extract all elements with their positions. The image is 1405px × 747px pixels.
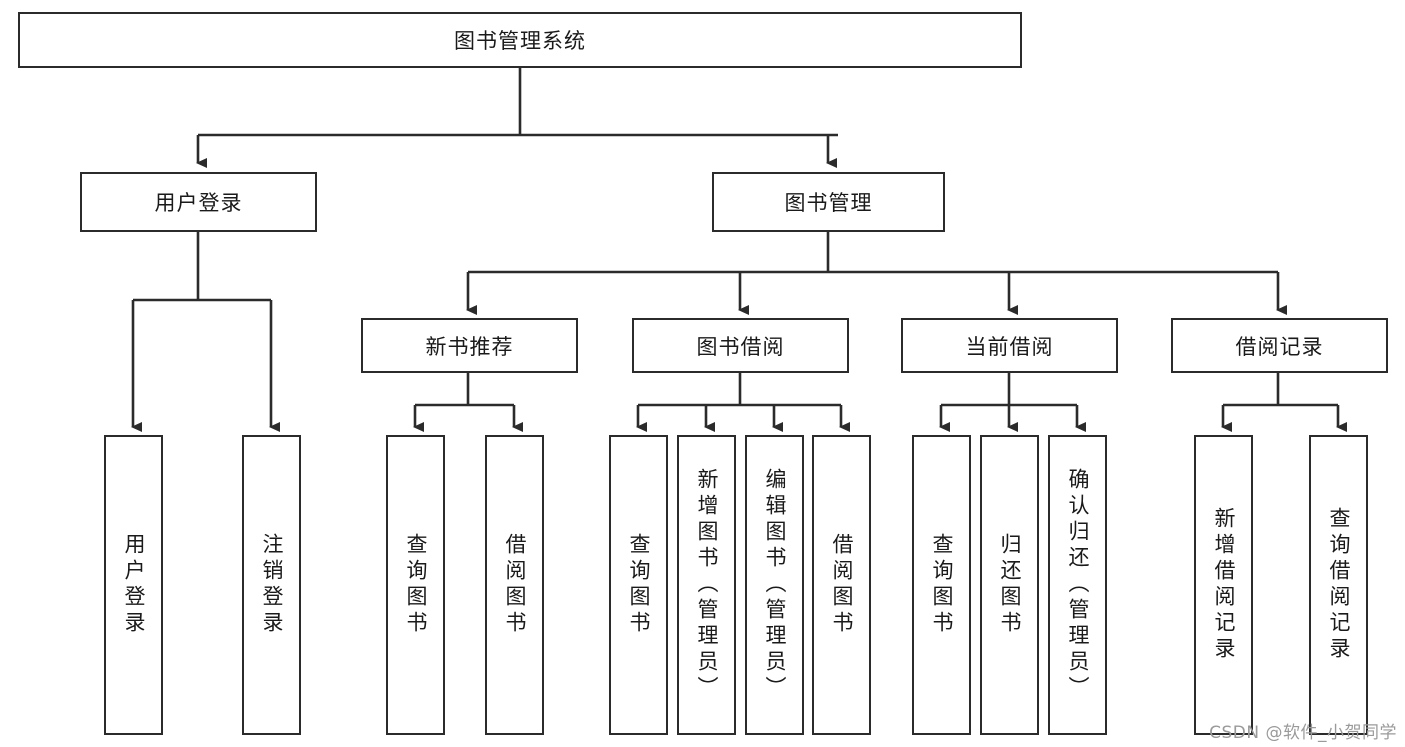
node-label: 查询图书 xyxy=(627,533,651,637)
node-leaf-current-borrow-confirm-return[interactable]: 确认归还（管理员） xyxy=(1048,435,1107,735)
node-leaf-borrow-record-query[interactable]: 查询借阅记录 xyxy=(1309,435,1368,735)
node-user-login[interactable]: 用户登录 xyxy=(80,172,317,232)
node-label: 用户登录 xyxy=(122,533,146,637)
node-new-book-recommend[interactable]: 新书推荐 xyxy=(361,318,578,373)
node-leaf-book-borrow-borrow[interactable]: 借阅图书 xyxy=(812,435,871,735)
node-label: 图书管理 xyxy=(784,191,873,215)
node-leaf-current-borrow-query[interactable]: 查询图书 xyxy=(912,435,971,735)
node-label: 新增图书（管理员） xyxy=(695,468,719,702)
node-leaf-current-borrow-return[interactable]: 归还图书 xyxy=(980,435,1039,735)
node-label: 借阅图书 xyxy=(503,533,527,637)
node-leaf-new-book-borrow[interactable]: 借阅图书 xyxy=(485,435,544,735)
node-label: 借阅记录 xyxy=(1235,334,1324,359)
node-label: 用户登录 xyxy=(154,191,243,215)
node-label: 当前借阅 xyxy=(965,334,1054,359)
node-label: 注销登录 xyxy=(260,533,284,637)
node-leaf-book-borrow-add[interactable]: 新增图书（管理员） xyxy=(677,435,736,735)
node-book-borrow[interactable]: 图书借阅 xyxy=(632,318,849,373)
node-label: 编辑图书（管理员） xyxy=(763,468,787,702)
node-leaf-borrow-record-add[interactable]: 新增借阅记录 xyxy=(1194,435,1253,735)
node-label: 查询图书 xyxy=(404,533,428,637)
node-leaf-user-login-logout[interactable]: 注销登录 xyxy=(242,435,301,735)
node-root-book-management-system[interactable]: 图书管理系统 xyxy=(18,12,1022,68)
node-label: 新书推荐 xyxy=(425,334,514,359)
node-leaf-book-borrow-query[interactable]: 查询图书 xyxy=(609,435,668,735)
watermark-text: CSDN @软件_小贺同学 xyxy=(1209,723,1397,743)
node-label: 查询图书 xyxy=(930,533,954,637)
node-leaf-new-book-query[interactable]: 查询图书 xyxy=(386,435,445,735)
node-leaf-user-login-login[interactable]: 用户登录 xyxy=(104,435,163,735)
node-label: 确认归还（管理员） xyxy=(1066,468,1090,702)
node-current-borrow[interactable]: 当前借阅 xyxy=(901,318,1118,373)
node-label: 图书借阅 xyxy=(696,334,785,359)
node-borrow-record[interactable]: 借阅记录 xyxy=(1171,318,1388,373)
node-label: 新增借阅记录 xyxy=(1212,507,1236,663)
node-book-management[interactable]: 图书管理 xyxy=(712,172,945,232)
node-label: 查询借阅记录 xyxy=(1327,507,1351,663)
node-label: 借阅图书 xyxy=(830,533,854,637)
node-label: 图书管理系统 xyxy=(454,29,586,53)
node-label: 归还图书 xyxy=(998,533,1022,637)
node-leaf-book-borrow-edit[interactable]: 编辑图书（管理员） xyxy=(745,435,804,735)
